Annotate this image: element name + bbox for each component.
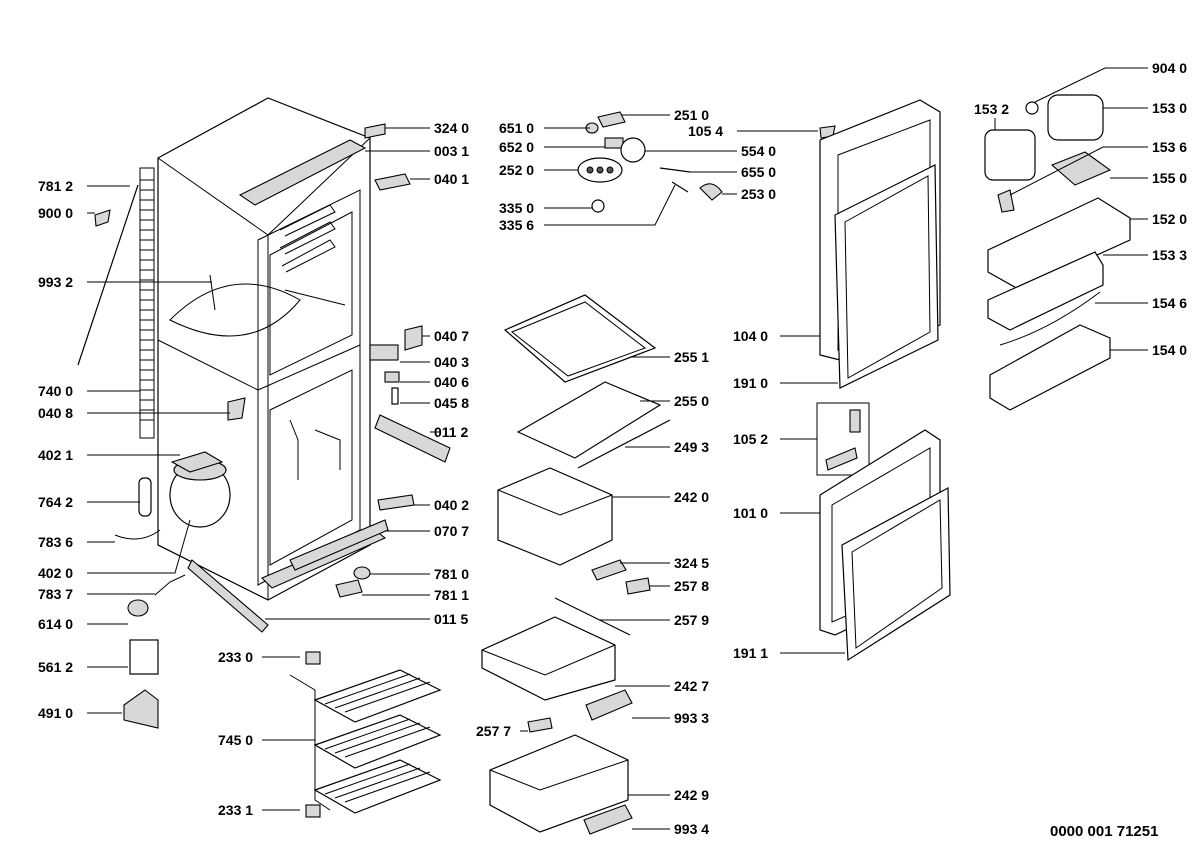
part-label-257-9: 257 9 — [674, 612, 709, 628]
reference-number: 0000 001 71251 — [1050, 823, 1158, 840]
wire-shelves — [289, 651, 442, 818]
part-label-904-0: 904 0 — [1152, 60, 1187, 76]
part-label-783-7: 783 7 — [38, 586, 73, 602]
part-label-045-8: 045 8 — [434, 395, 469, 411]
part-label-153-2: 153 2 — [974, 101, 1009, 117]
part-label-324-5: 324 5 — [674, 555, 709, 571]
part-label-153-3: 153 3 — [1152, 247, 1187, 263]
part-label-783-6: 783 6 — [38, 534, 73, 550]
part-label-105-2: 105 2 — [733, 431, 768, 447]
door-bins — [984, 94, 1131, 411]
control-parts — [577, 111, 836, 213]
part-label-253-0: 253 0 — [741, 186, 776, 202]
part-label-105-4: 105 4 — [688, 123, 723, 139]
part-label-233-1: 233 1 — [218, 802, 253, 818]
part-label-242-7: 242 7 — [674, 678, 709, 694]
part-label-040-8: 040 8 — [38, 405, 73, 421]
condenser-and-tubes — [77, 167, 301, 439]
part-label-335-0: 335 0 — [499, 200, 534, 216]
part-label-152-0: 152 0 — [1152, 211, 1187, 227]
part-label-191-0: 191 0 — [733, 375, 768, 391]
part-label-255-0: 255 0 — [674, 393, 709, 409]
part-label-252-0: 252 0 — [499, 162, 534, 178]
part-label-233-0: 233 0 — [218, 649, 253, 665]
compressor-group — [114, 451, 231, 729]
leader-lines — [87, 67, 1148, 830]
part-label-257-8: 257 8 — [674, 578, 709, 594]
part-label-255-1: 255 1 — [674, 349, 709, 365]
part-label-040-1: 040 1 — [434, 171, 469, 187]
part-label-104-0: 104 0 — [733, 328, 768, 344]
part-label-070-7: 070 7 — [434, 523, 469, 539]
part-label-011-5: 011 5 — [434, 611, 468, 627]
drawers — [481, 467, 651, 835]
part-label-324-0: 324 0 — [434, 120, 469, 136]
part-label-040-7: 040 7 — [434, 328, 469, 344]
part-label-740-0: 740 0 — [38, 383, 73, 399]
part-label-764-2: 764 2 — [38, 494, 73, 510]
cabinet-small-parts — [187, 123, 451, 633]
part-label-993-2: 993 2 — [38, 274, 73, 290]
part-label-154-6: 154 6 — [1152, 295, 1187, 311]
part-label-155-0: 155 0 — [1152, 170, 1187, 186]
part-label-402-0: 402 0 — [38, 565, 73, 581]
part-label-191-1: 191 1 — [733, 645, 768, 661]
part-label-554-0: 554 0 — [741, 143, 776, 159]
part-label-335-6: 335 6 — [499, 217, 534, 233]
part-label-561-2: 561 2 — [38, 659, 73, 675]
part-label-614-0: 614 0 — [38, 616, 73, 632]
part-label-781-2: 781 2 — [38, 178, 73, 194]
part-label-040-3: 040 3 — [434, 354, 469, 370]
glass-shelves — [503, 294, 671, 469]
part-label-242-9: 242 9 — [674, 787, 709, 803]
part-label-655-0: 655 0 — [741, 164, 776, 180]
part-label-242-0: 242 0 — [674, 489, 709, 505]
part-label-745-0: 745 0 — [218, 732, 253, 748]
part-label-040-2: 040 2 — [434, 497, 469, 513]
part-labels: 781 2 900 0 993 2 740 0 040 8 402 1 764 … — [38, 60, 1187, 840]
part-label-652-0: 652 0 — [499, 139, 534, 155]
part-label-781-0: 781 0 — [434, 566, 469, 582]
part-label-781-1: 781 1 — [434, 587, 469, 603]
doors — [816, 99, 951, 662]
part-label-251-0: 251 0 — [674, 107, 709, 123]
part-label-153-6: 153 6 — [1152, 139, 1187, 155]
part-label-491-0: 491 0 — [38, 705, 73, 721]
part-label-257-7: 257 7 — [476, 723, 511, 739]
part-label-651-0: 651 0 — [499, 120, 534, 136]
part-label-154-0: 154 0 — [1152, 342, 1187, 358]
part-label-993-3: 993 3 — [674, 710, 709, 726]
part-label-003-1: 003 1 — [434, 143, 469, 159]
part-label-101-0: 101 0 — [733, 505, 768, 521]
part-label-153-0: 153 0 — [1152, 100, 1187, 116]
part-label-900-0: 900 0 — [38, 205, 73, 221]
part-label-993-4: 993 4 — [674, 821, 709, 837]
part-label-402-1: 402 1 — [38, 447, 73, 463]
part-label-249-3: 249 3 — [674, 439, 709, 455]
part-label-040-6: 040 6 — [434, 374, 469, 390]
part-label-011-2: 011 2 — [434, 424, 468, 440]
